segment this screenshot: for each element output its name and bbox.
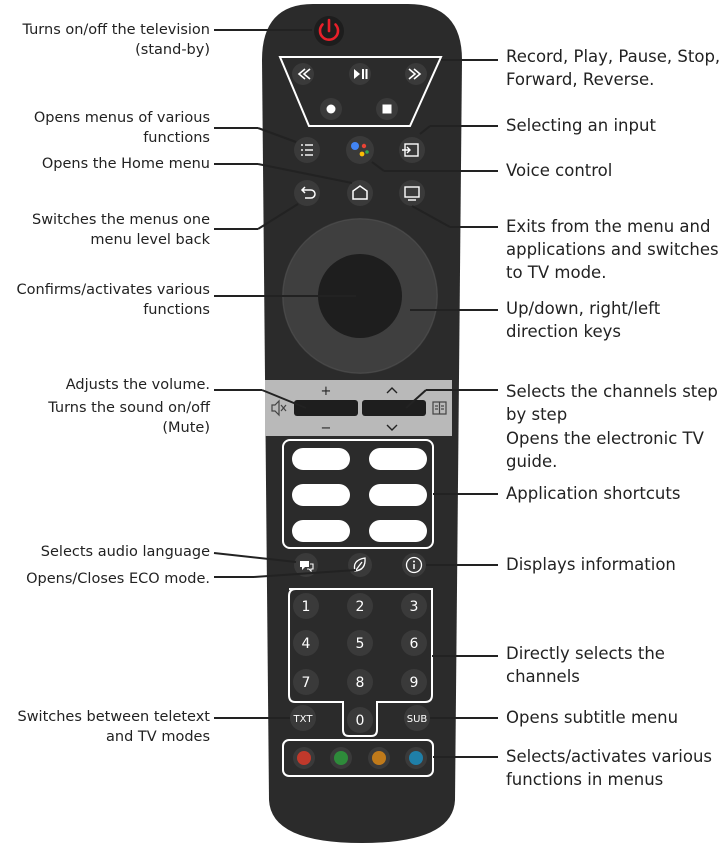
- txt-button[interactable]: TXT: [290, 705, 316, 731]
- app-shortcut-3[interactable]: [292, 484, 350, 506]
- digit-key-1[interactable]: 1: [293, 593, 319, 619]
- color-key-2[interactable]: [330, 747, 352, 769]
- callout-home: Opens the Home menu: [41, 156, 210, 172]
- callout-ok: Confirms/activates various functions: [16, 282, 210, 318]
- callout-apps: Application shortcuts: [506, 484, 681, 503]
- digit-key-label: 8: [356, 675, 365, 691]
- callout-voice: Voice control: [506, 161, 613, 180]
- callout-color: Selects/activates various functions in m…: [506, 747, 713, 789]
- info-button[interactable]: [402, 553, 426, 577]
- record-button[interactable]: [320, 98, 342, 120]
- digit-key-label: 9: [410, 675, 419, 691]
- digit-key-7[interactable]: 7: [293, 669, 319, 695]
- callout-direction: Up/down, right/left direction keys: [506, 299, 661, 341]
- color-key-3[interactable]: [368, 747, 390, 769]
- volume-plus-label: +: [321, 384, 332, 399]
- channel-down-icon: [386, 424, 398, 431]
- txt-button-label: TXT: [293, 714, 314, 725]
- digit-key-3[interactable]: 3: [401, 593, 427, 619]
- digit-key-5[interactable]: 5: [347, 630, 373, 656]
- digit-key-label: 3: [410, 599, 419, 615]
- digit-key-label: 7: [302, 675, 311, 691]
- callout-teletext: Switches between teletext and TV modes: [17, 709, 210, 745]
- ok-button[interactable]: [318, 254, 402, 338]
- callout-back: Switches the menus one menu level back: [31, 212, 210, 248]
- callout-menus: Opens menus of various functions: [33, 110, 210, 146]
- digit-keys-bracket: [288, 588, 434, 737]
- digit-key-label: 0: [356, 713, 365, 729]
- callout-power: Turns on/off the television (stand-by): [22, 22, 210, 58]
- forward-button[interactable]: [405, 63, 427, 85]
- color-key-4[interactable]: [405, 747, 427, 769]
- digit-keys: 1 2 3 4 5 6 7 8 9 0: [293, 593, 427, 733]
- volume-minus-label: −: [321, 421, 332, 436]
- digit-key-4[interactable]: 4: [293, 630, 319, 656]
- digit-key-label: 4: [302, 636, 311, 652]
- guide-icon: [432, 401, 447, 415]
- rewind-button[interactable]: [292, 63, 314, 85]
- channel-rocker[interactable]: [362, 400, 426, 416]
- digit-key-9[interactable]: 9: [401, 669, 427, 695]
- digit-key-0[interactable]: 0: [347, 707, 373, 733]
- digit-key-8[interactable]: 8: [347, 669, 373, 695]
- voice-assistant-button[interactable]: [346, 136, 374, 164]
- app-shortcut-4[interactable]: [369, 484, 427, 506]
- mute-icon: [271, 399, 287, 417]
- callout-eco: Opens/Closes ECO mode.: [26, 571, 210, 587]
- audio-language-button[interactable]: [294, 553, 318, 577]
- eco-button[interactable]: [348, 553, 372, 577]
- power-button[interactable]: [314, 16, 344, 46]
- digit-key-2[interactable]: 2: [347, 593, 373, 619]
- callout-volume: Adjusts the volume.: [65, 377, 210, 393]
- callout-guide: Opens the electronic TV guide.: [506, 429, 704, 471]
- digit-key-label: 2: [356, 599, 365, 615]
- digit-key-label: 6: [410, 636, 419, 652]
- app-shortcut-2[interactable]: [369, 448, 427, 470]
- volume-rocker[interactable]: [294, 400, 358, 416]
- callout-channels: Selects the channels step by step: [506, 382, 718, 424]
- digit-key-label: 1: [302, 599, 311, 615]
- channel-up-icon: [386, 387, 398, 394]
- menu-button[interactable]: [294, 137, 320, 163]
- callout-mute: Turns the sound on/off (Mute): [48, 400, 210, 436]
- callout-info: Displays information: [506, 555, 676, 574]
- leader-lines: [213, 29, 498, 758]
- stop-button[interactable]: [376, 98, 398, 120]
- color-key-1[interactable]: [293, 747, 315, 769]
- callout-subtitle: Opens subtitle menu: [506, 708, 679, 727]
- color-keys: [293, 747, 427, 769]
- digit-key-6[interactable]: 6: [401, 630, 427, 656]
- app-shortcut-6[interactable]: [369, 520, 427, 542]
- back-button[interactable]: [294, 180, 320, 206]
- digit-key-label: 5: [356, 636, 365, 652]
- media-group-bracket: [278, 56, 443, 127]
- play-pause-button[interactable]: [349, 63, 371, 85]
- sub-button[interactable]: SUB: [404, 705, 430, 731]
- callout-input: Selecting an input: [506, 116, 656, 135]
- app-shortcut-1[interactable]: [292, 448, 350, 470]
- callout-digits: Directly selects the channels: [506, 644, 665, 686]
- app-shortcut-5[interactable]: [292, 520, 350, 542]
- callout-exit: Exits from the menu and applications and…: [506, 217, 719, 282]
- tv-exit-button[interactable]: [399, 180, 425, 206]
- input-source-button[interactable]: [399, 137, 425, 163]
- sub-button-label: SUB: [407, 714, 428, 725]
- callout-audio: Selects audio language: [40, 544, 210, 560]
- home-button[interactable]: [347, 180, 373, 206]
- callout-media: Record, Play, Pause, Stop, Forward, Reve…: [506, 47, 721, 89]
